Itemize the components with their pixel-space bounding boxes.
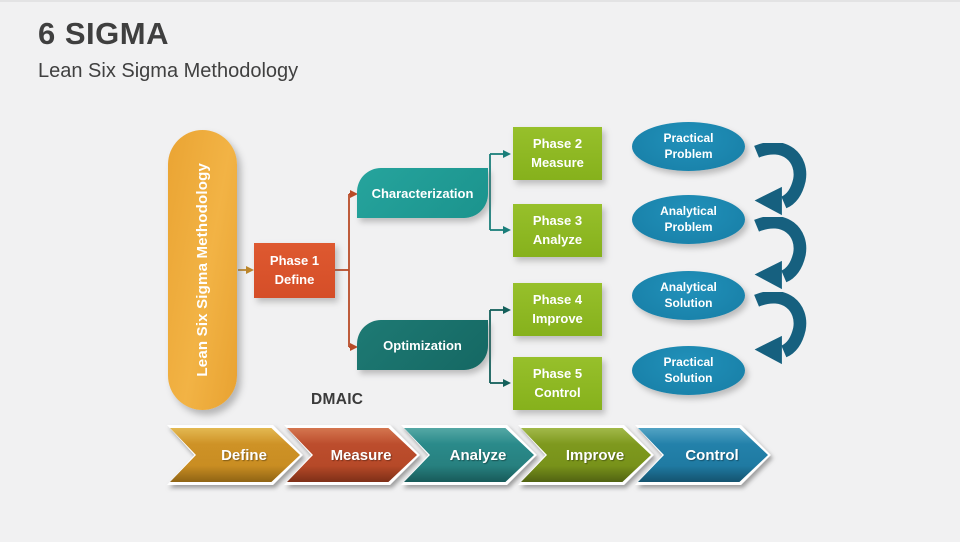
connector-arrow	[503, 379, 511, 387]
phase2-line2: Measure	[531, 154, 584, 170]
methodology-pill-label: Lean Six Sigma Methodology	[194, 163, 211, 377]
connector-arrow	[246, 266, 254, 274]
methodology-pill: Lean Six Sigma Methodology	[168, 130, 237, 410]
ellipse1-line2: Problem	[664, 146, 713, 161]
process-arrow-measure: Measure	[284, 425, 420, 485]
phase4-line1: Phase 4	[532, 292, 583, 308]
curved-arrow-icon	[754, 217, 807, 290]
page-title: 6 SIGMA	[38, 16, 169, 51]
process-arrow-analyze: Analyze	[401, 425, 537, 485]
connector-arrow	[503, 226, 511, 234]
optimization-shape: Optimization	[357, 320, 488, 370]
characterization-shape: Characterization	[357, 168, 488, 218]
phase5-line2: Control	[534, 384, 581, 400]
phase1-line1: Phase 1	[269, 253, 320, 269]
phase1-define-box: Phase 1 Define	[254, 243, 335, 298]
phase3-analyze-box: Phase 3 Analyze	[513, 204, 602, 257]
page-subtitle: Lean Six Sigma Methodology	[38, 60, 299, 82]
connector-pill-to-phase1	[238, 266, 254, 274]
phase4-improve-box: Phase 4 Improve	[513, 283, 602, 336]
ellipse4-line2: Solution	[664, 370, 713, 385]
process-arrow-label: Measure	[330, 446, 392, 464]
practical-solution-ellipse: Practical Solution	[632, 346, 745, 395]
process-arrow-label: Analyze	[449, 446, 507, 464]
process-arrow-label: Improve	[565, 446, 625, 464]
phase5-line1: Phase 5	[532, 366, 583, 382]
ellipse3-line2: Solution	[664, 295, 713, 310]
curved-arrow-icon	[754, 143, 807, 216]
phase2-line1: Phase 2	[532, 136, 583, 152]
connector-arrow	[503, 150, 511, 158]
process-arrow-define: Define	[167, 425, 303, 485]
process-arrow-control: Control	[635, 425, 771, 485]
curved-arrow-icon	[754, 292, 807, 365]
phase3-line2: Analyze	[532, 231, 583, 247]
connector-arrow	[503, 306, 511, 314]
phase3-line1: Phase 3	[532, 213, 583, 229]
connector-phase1-branches	[335, 190, 358, 351]
analytical-solution-ellipse: Analytical Solution	[632, 271, 745, 320]
process-arrow-improve: Improve	[518, 425, 654, 485]
phase1-line2: Define	[274, 271, 315, 287]
ellipse2-line2: Problem	[664, 219, 713, 234]
analytical-problem-ellipse: Analytical Problem	[632, 195, 745, 244]
connector-optimization-bracket	[489, 306, 511, 387]
ellipse3-line1: Analytical	[660, 279, 717, 294]
process-arrow-label: Control	[685, 446, 739, 464]
phase5-control-box: Phase 5 Control	[513, 357, 602, 410]
process-arrow-label: Define	[221, 446, 267, 464]
ellipse2-line1: Analytical	[660, 203, 717, 218]
connector-characterization-bracket	[489, 150, 511, 234]
practical-problem-ellipse: Practical Problem	[632, 122, 745, 171]
phase2-measure-box: Phase 2 Measure	[513, 127, 602, 180]
phase4-line2: Improve	[532, 310, 583, 326]
ellipse4-line1: Practical	[663, 354, 714, 369]
ellipse1-line1: Practical	[663, 130, 714, 145]
dmaic-label: DMAIC	[311, 391, 364, 408]
